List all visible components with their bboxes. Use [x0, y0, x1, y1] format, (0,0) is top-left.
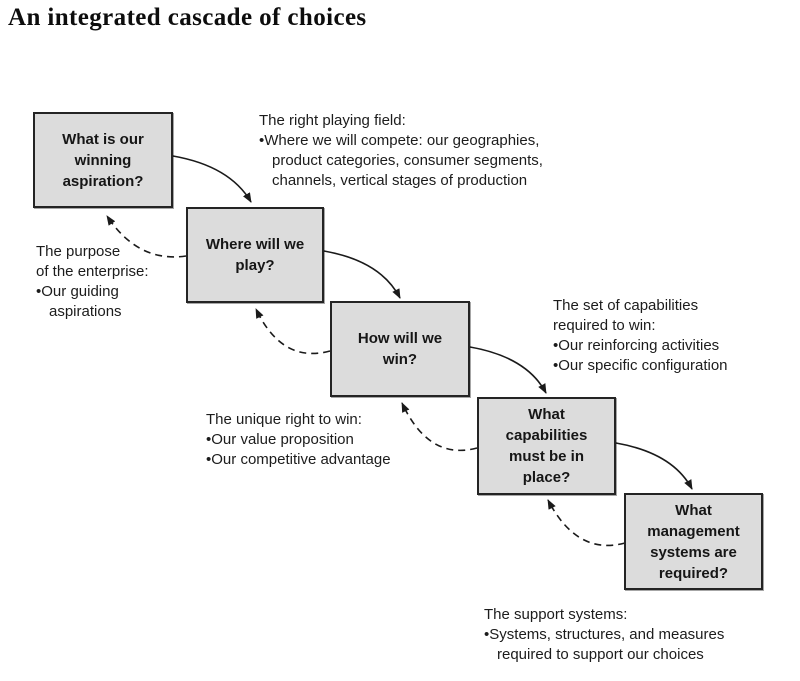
note-capabilities-required-lead: The set of capabilities required to win:: [553, 297, 699, 334]
arrow-win-to-capabilities-icon: [469, 346, 547, 394]
note-unique-right-to-win-lead: The unique right to win:: [206, 411, 362, 428]
note-right-playing-field-lead: The right playing field:: [259, 112, 406, 129]
box-management-systems-label: What management systems are required?: [647, 501, 740, 582]
box-capabilities: What capabilities must be in place?: [477, 397, 616, 495]
box-winning-aspiration-label: What is our winning aspiration?: [62, 130, 144, 190]
note-right-playing-field-bullet: Where we will compete: our geographies, …: [259, 131, 679, 191]
note-purpose-of-enterprise-bullet: Our guiding aspirations: [36, 282, 216, 322]
box-how-to-win-label: How will we win?: [357, 330, 443, 368]
arrow-systems-to-capabilities-feedback-icon: [547, 499, 626, 547]
box-where-to-play: Where will we play?: [186, 207, 324, 303]
arrow-play-to-win-icon: [323, 250, 401, 299]
note-purpose-of-enterprise: The purpose of the enterprise: Our guidi…: [36, 242, 216, 322]
note-unique-right-to-win: The unique right to win: Our value propo…: [206, 410, 456, 470]
note-support-systems-lead: The support systems:: [484, 606, 628, 623]
box-where-to-play-label: Where will we play?: [205, 236, 305, 274]
note-support-systems: The support systems: Systems, structures…: [484, 605, 784, 665]
note-unique-right-to-win-bullet-1: Our value proposition: [206, 430, 456, 450]
note-capabilities-required: The set of capabilities required to win:…: [553, 296, 798, 376]
box-winning-aspiration: What is our winning aspiration?: [33, 112, 173, 208]
box-capabilities-label: What capabilities must be in place?: [505, 406, 588, 486]
arrow-win-to-play-feedback-icon: [255, 308, 331, 355]
box-management-systems: What management systems are required?: [624, 493, 763, 590]
arrow-aspiration-to-play-icon: [172, 155, 252, 203]
note-purpose-of-enterprise-lead: The purpose of the enterprise:: [36, 243, 149, 280]
note-right-playing-field: The right playing field: Where we will c…: [259, 111, 679, 191]
arrow-capabilities-to-systems-icon: [615, 442, 693, 490]
note-unique-right-to-win-bullet-2: Our competitive advantage: [206, 450, 456, 470]
note-capabilities-required-bullet-2: Our specific configuration: [553, 356, 798, 376]
page-title: An integrated cascade of choices: [8, 4, 367, 31]
note-support-systems-bullet: Systems, structures, and measures requir…: [484, 625, 784, 665]
box-how-to-win: How will we win?: [330, 301, 470, 397]
note-capabilities-required-bullet-1: Our reinforcing activities: [553, 336, 798, 356]
